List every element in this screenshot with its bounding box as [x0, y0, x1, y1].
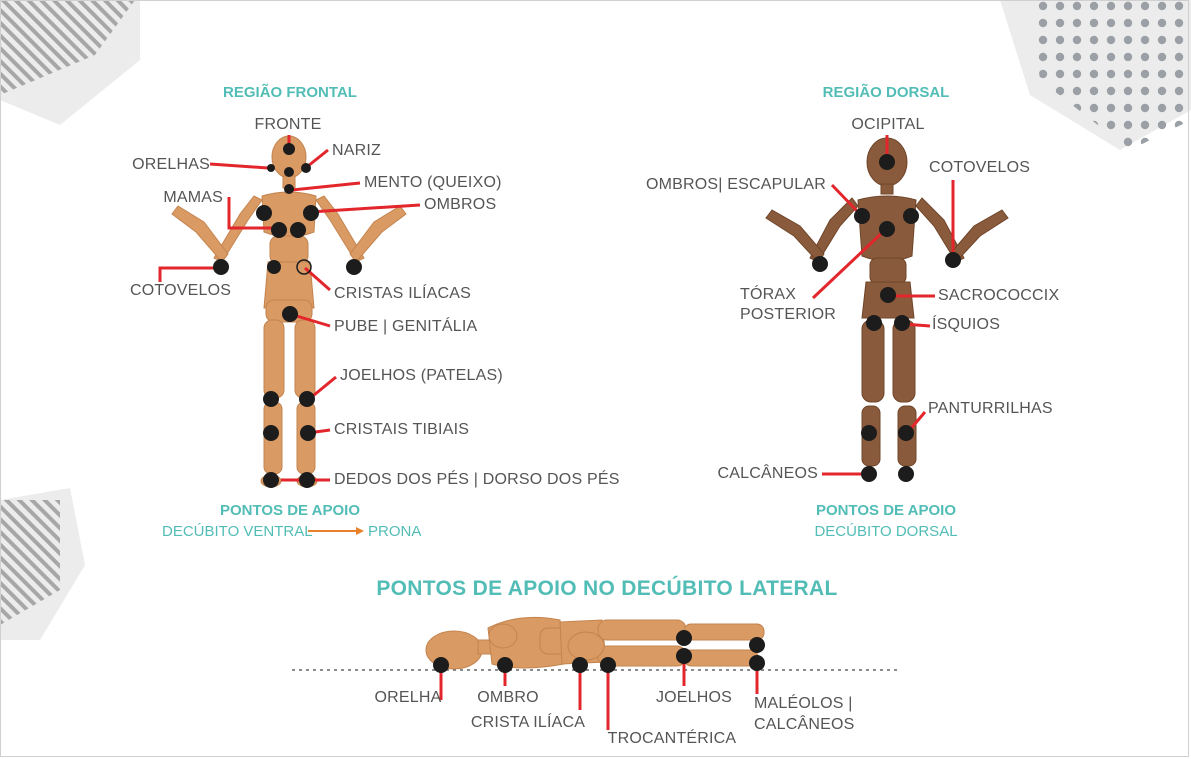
label-occipital: OCIPITAL	[851, 116, 925, 133]
dorsal-footer-sub: DECÚBITO DORSAL	[814, 523, 958, 540]
label-torax: TÓRAX	[740, 286, 797, 303]
label-cotovelos-frontal: COTOVELOS	[130, 282, 232, 299]
label-ombros-escapular: OMBROS| ESCAPULAR	[645, 176, 826, 193]
label-orelha: ORELHA	[374, 689, 442, 706]
iliac-crest-open-point	[296, 259, 312, 275]
lateral-title: PONTOS DE APOIO NO DECÚBITO LATERAL	[376, 577, 838, 600]
label-orelhas: ORELHAS	[132, 156, 210, 173]
label-nariz: NARIZ	[332, 142, 381, 159]
label-pube: PUBE | GENITÁLIA	[334, 318, 478, 335]
decor-top-left	[0, 0, 140, 125]
decor-top-right	[1000, 0, 1191, 150]
decor-bottom-left	[0, 488, 85, 640]
label-sacrococcix: SACROCOCCIX	[938, 287, 1060, 304]
dorsal-points	[812, 154, 961, 482]
ventral-prona-arrow	[308, 527, 364, 535]
prona-label: PRONA	[368, 523, 422, 540]
label-crista-iliaca: CRISTA ILÍACA	[470, 714, 586, 731]
label-maleolos: MALÉOLOS |	[754, 695, 853, 712]
label-panturrilhas: PANTURRILHAS	[928, 400, 1053, 417]
frontal-title: REGIÃO FRONTAL	[223, 84, 357, 101]
label-joelhos-lateral: JOELHOS	[655, 689, 733, 706]
label-cotovelos-dorsal: COTOVELOS	[929, 159, 1031, 176]
label-mamas: MAMAS	[163, 189, 223, 206]
label-ombro: OMBRO	[477, 689, 539, 706]
label-isquios: ÍSQUIOS	[932, 316, 1001, 333]
label-fronte: FRONTE	[254, 116, 322, 133]
label-trocanterica: TROCANTÉRICA	[607, 730, 737, 747]
dorsal-leader-lines	[811, 135, 955, 476]
dorsal-footer-title: PONTOS DE APOIO	[815, 502, 957, 519]
dorsal-title: REGIÃO DORSAL	[822, 84, 950, 101]
label-ombros-frontal: OMBROS	[424, 196, 497, 213]
lateral-points	[433, 630, 765, 673]
label-dedos: DEDOS DOS PÉS | DORSO DOS PÉS	[334, 471, 620, 488]
label-joelhos-frontal: JOELHOS (PATELAS)	[340, 367, 503, 384]
ventral-label: DECÚBITO VENTRAL	[162, 523, 313, 540]
label-calcaneos-dorsal: CALCÂNEOS	[717, 465, 818, 482]
frontal-points	[213, 143, 362, 488]
label-calcaneos-lateral: CALCÂNEOS	[754, 716, 855, 733]
label-posterior: POSTERIOR	[740, 306, 837, 323]
label-cristais-tibiais: CRISTAIS TIBIAIS	[334, 421, 470, 438]
frontal-footer-title: PONTOS DE APOIO	[219, 502, 361, 519]
label-cristas-iliacas: CRISTAS ILÍACAS	[334, 285, 471, 302]
label-mento: MENTO (QUEIXO)	[364, 174, 502, 191]
